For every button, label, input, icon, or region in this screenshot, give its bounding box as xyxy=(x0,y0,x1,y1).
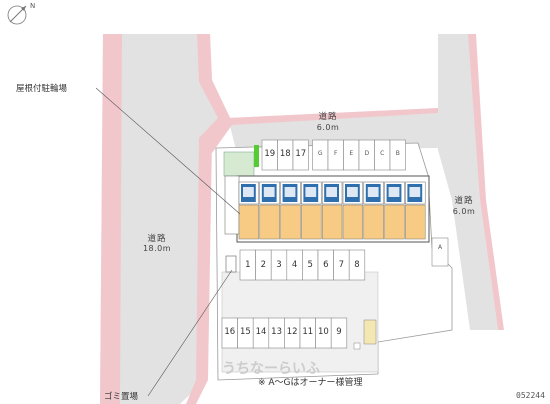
parking-slot-label: 15 xyxy=(239,327,251,337)
compass-north-label: N xyxy=(30,2,36,10)
unit-stair-light xyxy=(263,187,275,197)
unit-room xyxy=(321,204,343,240)
parking-slot-label: 14 xyxy=(255,327,267,337)
unit-stair-light xyxy=(367,187,379,197)
ref-code: 052244 xyxy=(516,391,545,400)
parking-slot-label: 2 xyxy=(260,260,267,270)
parking-slot-17 xyxy=(292,139,309,171)
unit-stair-light xyxy=(347,187,358,197)
parking-slot-label: 19 xyxy=(264,149,276,159)
watermark: うちなーらいふ xyxy=(222,361,320,377)
parking-slot-label: 12 xyxy=(286,327,298,337)
unit-room xyxy=(301,204,322,240)
top-road-name: 道路 xyxy=(318,112,338,122)
unit-stair-light xyxy=(326,187,337,197)
parking-slot-label: 8 xyxy=(354,260,360,270)
left-road-width: 18.0m xyxy=(142,244,172,253)
right-road-pink-edge xyxy=(468,34,504,330)
parking-slot-label: 10 xyxy=(317,327,329,337)
unit-room xyxy=(259,204,280,240)
garbage-leader xyxy=(147,269,233,397)
unit-room xyxy=(342,204,364,240)
parking-slot-8 xyxy=(348,249,366,281)
parking-slot-label: 6 xyxy=(323,260,329,270)
parking-slot-label: 4 xyxy=(291,260,298,270)
parking-slot-label: A xyxy=(437,244,443,251)
green-bar xyxy=(254,145,259,167)
unit-room xyxy=(280,204,301,240)
parking-slot-label: 7 xyxy=(338,260,345,270)
moto-parking xyxy=(363,319,377,345)
right-road-name: 道路 xyxy=(454,196,474,206)
parking-slot-B xyxy=(389,139,406,171)
moto-mark xyxy=(353,342,361,350)
left-road-pink-edge xyxy=(186,34,232,404)
unit-stair-light xyxy=(284,187,296,197)
parking-slot-label: G xyxy=(317,150,323,157)
parking-slot-label: 5 xyxy=(307,260,313,270)
bicycle-parking-area xyxy=(223,151,255,177)
right-road xyxy=(438,34,498,330)
top-road-pink-edge xyxy=(205,108,438,153)
unit-room xyxy=(405,204,426,240)
top-road-width: 6.0m xyxy=(316,123,340,132)
parking-slot-9 xyxy=(330,317,348,349)
bicycle-parking-label: 屋根付駐輪場 xyxy=(16,84,68,94)
owner-note: ※ A～Gはオーナー様管理 xyxy=(258,378,363,388)
unit-room xyxy=(238,204,260,240)
bicycle-leader xyxy=(95,87,241,215)
parking-slot-label: 16 xyxy=(224,327,236,337)
unit-stair-light xyxy=(388,187,400,197)
parking-slot-label: 9 xyxy=(336,327,342,337)
building-corridor xyxy=(224,175,240,235)
parking-slot-label: D xyxy=(364,150,370,157)
left-road-pink-edge-west xyxy=(100,34,122,404)
garbage-area-label: ゴミ置場 xyxy=(104,392,139,402)
parking-slot-label: 18 xyxy=(279,149,291,159)
parking-slot-label: 13 xyxy=(271,327,282,337)
unit-stair-light xyxy=(305,187,317,197)
unit-stair-light xyxy=(409,187,421,197)
parking-slot-A xyxy=(431,237,449,267)
compass-icon xyxy=(7,5,27,25)
parking-slot-label: C xyxy=(380,150,385,157)
parking-slot-label: 1 xyxy=(245,260,251,270)
unit-room xyxy=(363,204,384,240)
left-road-name: 道路 xyxy=(147,234,167,244)
parking-slot-label: E xyxy=(349,150,354,157)
parking-slot-label: B xyxy=(395,150,400,157)
parking-slot-label: 3 xyxy=(276,260,282,270)
right-road-width: 6.0m xyxy=(452,207,476,216)
parking-slot-label: 11 xyxy=(302,327,314,337)
unit-room xyxy=(384,204,405,240)
unit-stair-light xyxy=(243,187,254,197)
parking-slot-label: F xyxy=(334,150,338,157)
garbage-box xyxy=(225,255,237,273)
parking-slot-label: 17 xyxy=(295,149,307,159)
